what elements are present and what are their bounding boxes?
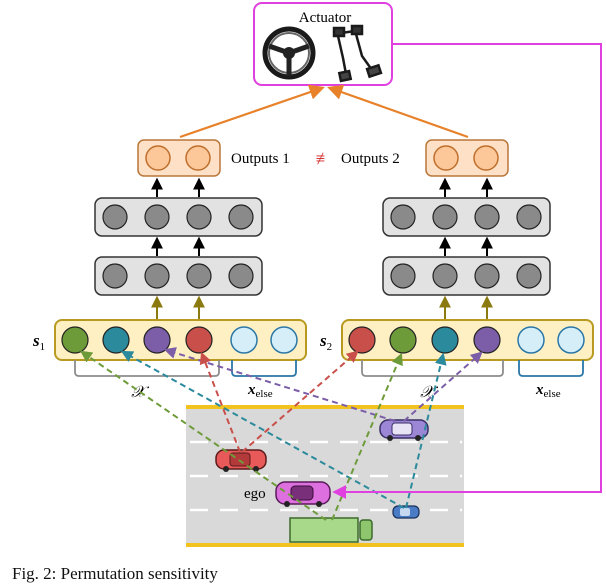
- s2-node-3: [431, 326, 459, 354]
- mapping-arrows: [80, 347, 483, 521]
- s1-node-5: [230, 326, 258, 354]
- s2-node-4: [473, 326, 501, 354]
- s2-node-5: [517, 326, 545, 354]
- outputs-left-block: [137, 139, 221, 177]
- hidden-layer-left-top: [94, 197, 263, 237]
- arrow-red-to-s1: [199, 351, 241, 453]
- arrow-blue-to-s1: [120, 350, 405, 509]
- arrow-red-to-s2: [241, 350, 359, 453]
- hidden-layer-right-bottom: [382, 256, 551, 296]
- s1-node-3: [143, 326, 171, 354]
- pedals-icon: [332, 24, 383, 83]
- steering-wheel-icon: [262, 26, 316, 80]
- road-scene: ego: [186, 405, 464, 547]
- s1-node-6: [270, 326, 298, 354]
- s1-node-2: [102, 326, 130, 354]
- s2-node-6: [557, 326, 585, 354]
- blue-car: [392, 505, 420, 519]
- ego-car: [275, 481, 331, 507]
- actuator-block: Actuator: [253, 2, 393, 86]
- state-vector-s1: [54, 319, 307, 361]
- state-vector-s2: [341, 319, 594, 361]
- outputs-1-label: Outputs 1: [231, 151, 290, 167]
- layer-arrows-olive: [151, 295, 493, 319]
- braces: [74, 360, 584, 377]
- s2-node-1: [348, 326, 376, 354]
- s1-node-4: [185, 326, 213, 354]
- ego-label: ego: [244, 486, 266, 502]
- s1-node-1: [61, 326, 89, 354]
- outputs-2-label: Outputs 2: [341, 151, 400, 167]
- arrow-blue-to-s2: [405, 352, 447, 509]
- s1-label: s1: [32, 331, 45, 353]
- hidden-layer-right-top: [382, 197, 551, 237]
- output2-to-actuator-arrow: [327, 84, 469, 139]
- road-edge-top: [186, 405, 464, 409]
- actuator-label: Actuator: [299, 10, 351, 26]
- s1-else-label: xelse: [247, 382, 273, 400]
- hidden-layer-left-bottom: [94, 256, 263, 296]
- s2-else-label: xelse: [535, 382, 561, 400]
- arrow-purple-to-s2: [403, 351, 483, 422]
- output1-to-actuator-arrow: [179, 84, 325, 139]
- outputs-right-block: [425, 139, 509, 177]
- figure-caption: Fig. 2: Permutation sensitivity: [12, 564, 218, 583]
- road-edge-bottom: [186, 543, 464, 547]
- layer-arrows-black: [151, 177, 493, 256]
- green-truck: [289, 517, 373, 543]
- s2-node-2: [389, 326, 417, 354]
- not-equal-symbol: ≢: [316, 149, 333, 168]
- s2-label: s2: [319, 331, 332, 353]
- purple-car: [379, 419, 429, 441]
- actuator-to-ego-arrow: [332, 43, 602, 499]
